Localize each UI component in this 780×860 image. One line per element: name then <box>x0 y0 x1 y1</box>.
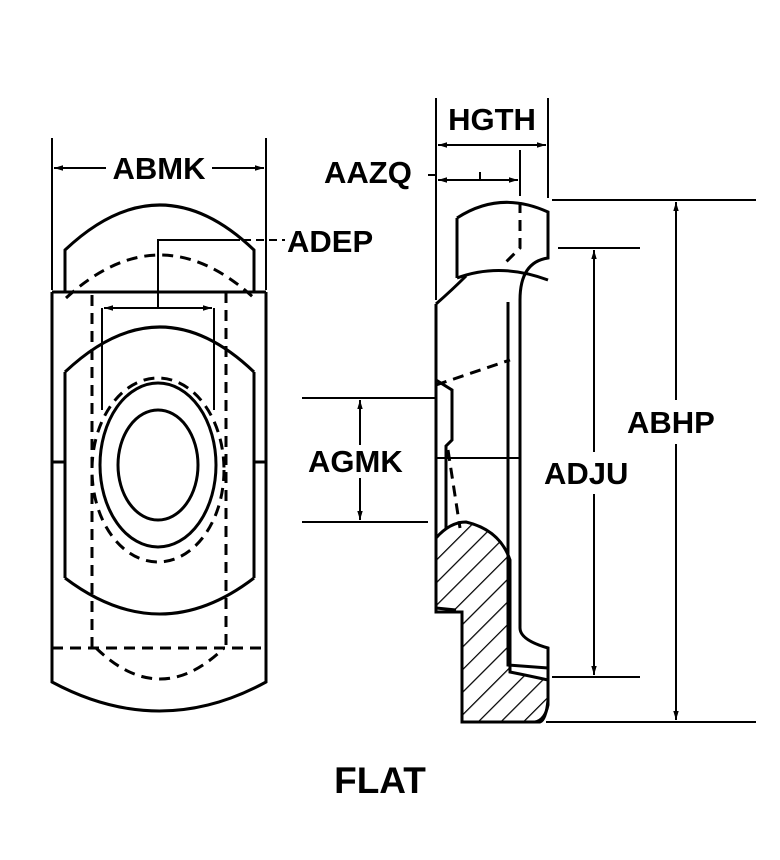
label-abmk: ABMK <box>113 151 207 186</box>
side-view <box>302 98 756 724</box>
view-caption: FLAT <box>334 760 426 801</box>
label-adep: ADEP <box>287 224 373 259</box>
label-abhp: ABHP <box>627 405 715 440</box>
label-adju: ADJU <box>544 456 628 491</box>
label-aazq: AAZQ <box>324 155 412 190</box>
label-hgth: HGTH <box>448 102 536 137</box>
front-view <box>50 138 285 713</box>
label-agmk: AGMK <box>308 444 403 479</box>
